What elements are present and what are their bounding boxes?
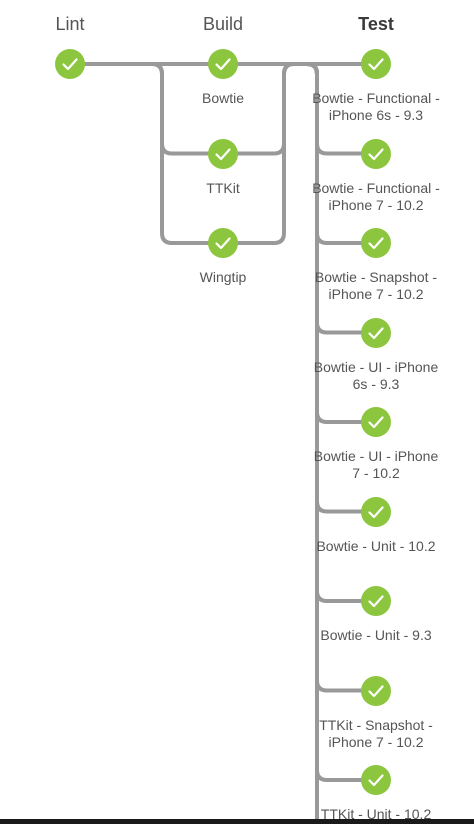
check-icon xyxy=(208,49,238,79)
job-label-build-2[interactable]: Wingtip xyxy=(199,269,247,285)
stage-title-lint: Lint xyxy=(55,14,85,34)
job-node-lint[interactable] xyxy=(55,49,85,79)
job-node-test-5[interactable] xyxy=(361,496,391,527)
job-label-test-1[interactable]: Bowtie - Functional - iPhone 7 - 10.2 xyxy=(312,179,440,213)
job-label-build-0[interactable]: Bowtie xyxy=(201,90,245,106)
job-label-test-4[interactable]: Bowtie - UI - iPhone 7 - 10.2 xyxy=(313,448,439,481)
job-node-test-4[interactable] xyxy=(361,407,391,437)
check-icon xyxy=(361,765,391,795)
bottom-edge-bar xyxy=(0,819,474,824)
job-label-test-0[interactable]: Bowtie - Functional - iPhone 6s - 9.3 xyxy=(312,90,440,123)
check-icon xyxy=(361,675,391,706)
job-node-test-6[interactable] xyxy=(361,586,391,616)
job-label-build-1[interactable]: TTKit xyxy=(206,179,240,196)
check-icon xyxy=(55,49,85,79)
job-label-test-7[interactable]: TTKit - Snapshot - iPhone 7 - 10.2 xyxy=(319,716,433,750)
job-node-test-8[interactable] xyxy=(361,765,391,795)
check-icon xyxy=(361,407,391,437)
job-label-test-8[interactable]: TTKit - Unit - 10.2 xyxy=(320,806,432,822)
check-icon xyxy=(361,228,391,258)
stage-title-build: Build xyxy=(202,14,244,34)
job-node-build-2[interactable] xyxy=(208,228,238,258)
check-icon xyxy=(361,49,391,79)
check-icon xyxy=(361,317,391,348)
job-node-test-7[interactable] xyxy=(361,675,391,706)
job-node-test-2[interactable] xyxy=(361,228,391,258)
check-icon xyxy=(361,138,391,169)
check-icon xyxy=(208,228,238,258)
job-node-test-1[interactable] xyxy=(361,138,391,169)
job-label-test-6[interactable]: Bowtie - Unit - 9.3 xyxy=(320,627,432,643)
job-label-test-3[interactable]: Bowtie - UI - iPhone 6s - 9.3 xyxy=(313,358,439,392)
connector-build-out-2 xyxy=(221,62,296,245)
stage-title-test: Test xyxy=(358,14,394,34)
job-label-test-5[interactable]: Bowtie - Unit - 10.2 xyxy=(316,537,436,554)
connector-build-in-2 xyxy=(150,62,225,245)
job-node-build-1[interactable] xyxy=(208,138,238,169)
check-icon xyxy=(361,586,391,616)
check-icon xyxy=(361,496,391,527)
job-node-test-3[interactable] xyxy=(361,317,391,348)
job-label-test-2[interactable]: Bowtie - Snapshot - iPhone 7 - 10.2 xyxy=(314,269,438,302)
check-icon xyxy=(208,138,238,169)
job-node-test-0[interactable] xyxy=(361,49,391,79)
job-node-build-0[interactable] xyxy=(208,49,238,79)
